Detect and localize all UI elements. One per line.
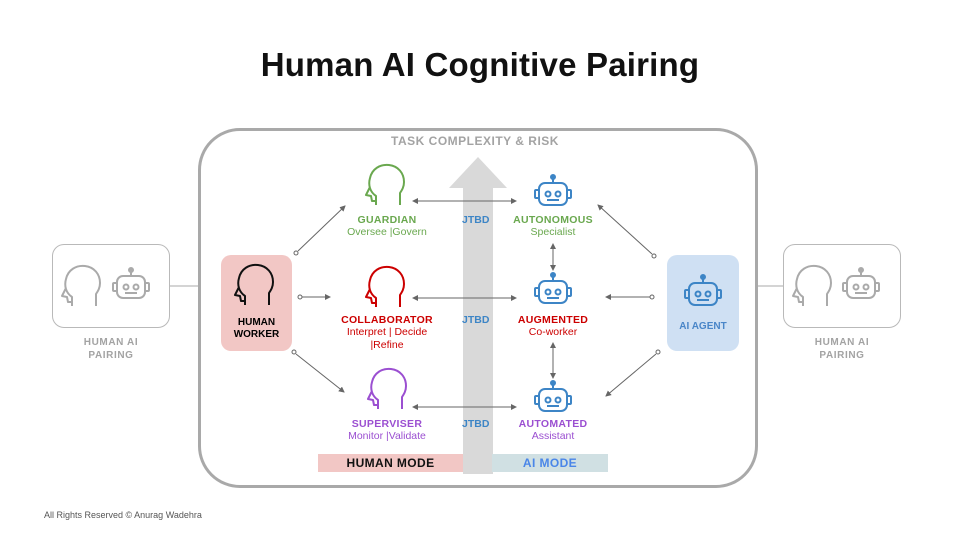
collaborator-head-icon: [365, 265, 405, 307]
superviser-head-icon: [367, 367, 407, 409]
task-complexity-label: TASK COMPLEXITY & RISK: [391, 134, 559, 148]
page-title: Human AI Cognitive Pairing: [260, 46, 700, 83]
left-pairing-label-line2: PAIRING: [88, 350, 134, 361]
guardian-desc: Oversee |Govern: [347, 226, 427, 238]
automated-robot-icon: [534, 380, 572, 412]
collaborator-desc-line1: Interpret | Decide: [346, 326, 428, 338]
automated-name: AUTOMATED: [518, 418, 588, 430]
main-frame: [198, 128, 758, 488]
ai-agent-arrows: [597, 204, 661, 397]
automated-role: AUTOMATED Assistant: [500, 418, 606, 443]
jtbd-arrows: [412, 198, 517, 410]
collaborator-desc-line2: |Refine: [370, 339, 404, 351]
ai-mode-label: AI MODE: [492, 454, 608, 472]
autonomous-role: AUTONOMOUS Specialist: [500, 214, 606, 239]
right-pairing-label-line2: PAIRING: [819, 350, 865, 361]
augmented-desc: Co-worker: [528, 326, 578, 338]
right-pairing-label-line1: HUMAN AI: [814, 337, 870, 348]
autonomous-name: AUTONOMOUS: [513, 214, 593, 226]
guardian-role: GUARDIAN Oversee |Govern: [322, 214, 452, 239]
collaborator-name: COLLABORATOR: [341, 314, 433, 326]
human-worker-label-line1: HUMAN: [237, 317, 276, 328]
automated-desc: Assistant: [531, 430, 575, 442]
superviser-name: SUPERVISER: [351, 418, 423, 430]
collaborator-role: COLLABORATOR Interpret | Decide |Refine: [322, 314, 452, 352]
jtbd-label-top: JTBD: [462, 214, 490, 226]
right-pairing-label: HUMAN AI PAIRING: [783, 336, 901, 362]
left-pairing-label-line1: HUMAN AI: [83, 337, 139, 348]
left-pairing-box: [52, 244, 170, 328]
human-worker-arrows: [291, 205, 346, 393]
augmented-robot-icon: [534, 272, 572, 304]
jtbd-label-middle: JTBD: [462, 314, 490, 326]
task-complexity-arrow: [449, 157, 507, 474]
autonomous-robot-icon: [534, 174, 572, 206]
ai-agent-box: [667, 255, 739, 351]
guardian-name: GUARDIAN: [357, 214, 417, 226]
autonomous-desc: Specialist: [530, 226, 576, 238]
right-pairing-box: [783, 244, 901, 328]
augmented-role: AUGMENTED Co-worker: [500, 314, 606, 339]
augmented-name: AUGMENTED: [517, 314, 589, 326]
ai-agent-label: AI AGENT: [679, 321, 727, 332]
jtbd-label-bottom: JTBD: [462, 418, 490, 430]
left-pairing-label: HUMAN AI PAIRING: [52, 336, 170, 362]
human-worker-label: HUMAN WORKER: [221, 317, 292, 341]
superviser-desc: Monitor |Validate: [348, 430, 426, 442]
guardian-head-icon: [365, 163, 405, 205]
copyright-footer: All Rights Reserved © Anurag Wadehra: [44, 510, 202, 520]
human-mode-label: HUMAN MODE: [318, 454, 463, 472]
superviser-role: SUPERVISER Monitor |Validate: [322, 418, 452, 443]
human-worker-label-line2: WORKER: [233, 329, 280, 340]
